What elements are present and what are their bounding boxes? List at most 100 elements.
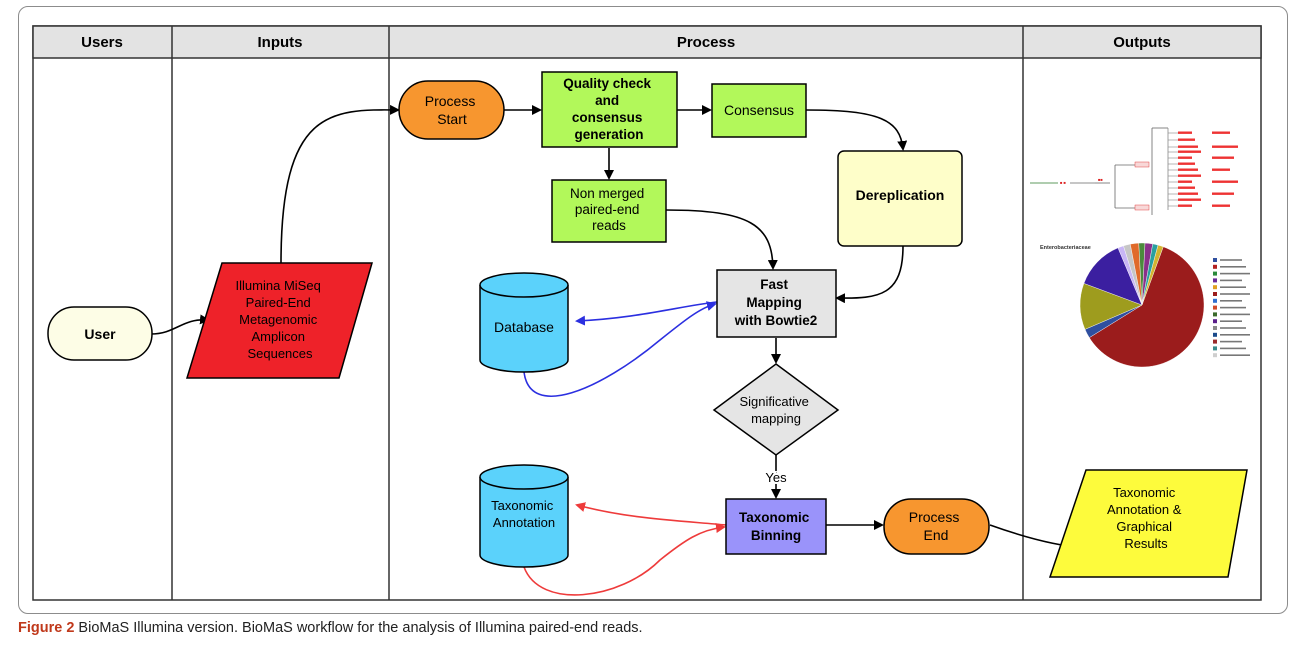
legend-swatch <box>1213 312 1217 317</box>
legend-entry-line <box>1220 327 1246 329</box>
taxonomic-binning-label: Taxonomic Binning <box>739 510 813 543</box>
workflow-diagram: Users Inputs Process Outputs User Illumi… <box>32 25 1262 601</box>
significative-mapping-decision <box>712 363 840 456</box>
process-start-label: Process Start <box>425 93 479 127</box>
tree-leaf-label <box>1178 174 1201 177</box>
tree-leaf-label <box>1178 180 1192 183</box>
database-label: Database <box>494 319 554 335</box>
illumina-input-node <box>185 262 373 379</box>
taxonomy-tree-leaves <box>1168 131 1238 207</box>
illumina-input-label: Illumina MiSeq Paired-End Metagenomic Am… <box>236 278 325 361</box>
taxonomy-pie-chart: Enterobacteriaceae <box>1040 242 1250 368</box>
tree-leaf-label <box>1178 198 1201 201</box>
edge-database-to-fastmapping <box>523 301 717 397</box>
pie-slices <box>1079 242 1205 368</box>
legend-swatch <box>1213 285 1217 290</box>
tree-leaf-label <box>1178 138 1195 141</box>
consensus-label: Consensus <box>724 102 794 118</box>
legend-swatch <box>1213 326 1217 330</box>
edge-binning-to-taxdb <box>575 502 727 526</box>
dereplication-label: Dereplication <box>856 187 945 203</box>
legend-swatch <box>1213 298 1217 303</box>
legend-swatch <box>1213 346 1217 351</box>
tree-leaf-label <box>1212 156 1234 159</box>
tree-leaf-label <box>1178 168 1198 171</box>
edge-dereplication-to-fastmapping <box>835 245 904 304</box>
swimlane-table <box>32 25 1262 601</box>
legend-entry-line <box>1220 259 1242 261</box>
svg-text:■■: ■■ <box>1098 177 1103 182</box>
legend-swatch <box>1213 292 1217 296</box>
tree-leaf-label <box>1212 168 1230 171</box>
results-output-label: Taxonomic Annotation & Graphical Results <box>1107 485 1185 551</box>
tree-leaf-label <box>1178 204 1192 207</box>
database-cylinder <box>479 272 569 373</box>
legend-entry-line <box>1220 354 1250 356</box>
tree-leaf-label <box>1178 131 1192 134</box>
legend-entry-line <box>1220 272 1250 275</box>
legend-swatch <box>1213 264 1217 269</box>
legend-entry-line <box>1220 347 1246 350</box>
legend-entry-line <box>1220 293 1250 295</box>
pie-chart-title: Enterobacteriaceae <box>1040 245 1091 251</box>
legend-entry-line <box>1220 320 1242 322</box>
taxonomic-annotation-db-label: Taxonomic Annotation <box>491 498 557 530</box>
legend-swatch <box>1213 332 1217 337</box>
edge-consensus-to-dereplication <box>805 109 908 151</box>
tree-leaf-label <box>1212 204 1230 207</box>
yes-label: Yes <box>765 470 787 485</box>
legend-swatch <box>1213 319 1217 324</box>
legend-entry-line <box>1220 306 1246 309</box>
legend-swatch <box>1213 278 1217 283</box>
edge-nonmerged-to-fastmapping <box>665 209 778 270</box>
legend-swatch <box>1213 258 1217 262</box>
legend-entry-line <box>1220 286 1246 288</box>
process-end-node <box>883 498 990 555</box>
quality-check-node <box>541 71 678 148</box>
user-node <box>47 306 153 361</box>
edge-user-to-input <box>150 314 210 335</box>
legend-entry-line <box>1220 279 1242 282</box>
process-end-label: Process End <box>909 509 963 543</box>
caption-text: BioMaS Illumina version. BioMaS workflow… <box>74 620 643 636</box>
svg-text:■ ■: ■ ■ <box>1060 180 1067 185</box>
taxonomic-binning-node <box>725 498 827 555</box>
results-output-node <box>1048 469 1248 578</box>
user-node-label: User <box>84 326 116 342</box>
lane-header-outputs: Outputs <box>1113 34 1171 51</box>
edge-input-to-start <box>280 104 400 264</box>
lane-header-users: Users <box>81 34 123 51</box>
legend-entry-line <box>1220 300 1242 302</box>
pie-slice <box>1089 246 1205 368</box>
legend-swatch <box>1213 271 1217 276</box>
legend-entry-line <box>1220 266 1246 268</box>
legend-swatch <box>1213 339 1217 344</box>
fast-mapping-label: Fast Mapping with Bowtie2 <box>734 277 818 328</box>
taxonomic-annotation-cylinder <box>479 464 569 568</box>
process-start-node <box>398 80 505 140</box>
edge-fastmapping-to-database <box>575 301 718 326</box>
figure-number: Figure 2 <box>18 620 75 636</box>
legend-entry-line <box>1220 334 1250 336</box>
edge-taxdb-to-binning <box>523 523 726 596</box>
non-merged-reads-label: Non merged paired-end reads <box>570 186 648 233</box>
quality-check-label: Quality check and consensus generation <box>563 76 655 142</box>
taxonomy-tree-thumbnail: ■ ■ ■■ <box>1030 127 1169 215</box>
tree-leaf-label <box>1178 192 1198 195</box>
tree-leaf-label <box>1212 145 1238 148</box>
legend-entry-line <box>1220 313 1250 316</box>
tree-leaf-label <box>1212 131 1230 134</box>
tree-leaf-label <box>1178 150 1201 153</box>
pie-slice <box>1141 244 1164 306</box>
significative-mapping-label: Significative mapping <box>740 394 813 426</box>
legend-entry-line <box>1220 340 1242 343</box>
dereplication-node <box>837 150 963 247</box>
figure-caption: Figure 2 BioMaS Illumina version. BioMaS… <box>18 620 643 636</box>
non-merged-reads-node <box>551 179 667 243</box>
tree-leaf-label <box>1178 186 1195 189</box>
lane-header-process: Process <box>677 34 735 51</box>
pie-legend <box>1213 258 1250 358</box>
fast-mapping-node <box>716 269 837 338</box>
lane-header-inputs: Inputs <box>258 34 303 51</box>
tree-leaf-label <box>1212 180 1238 183</box>
